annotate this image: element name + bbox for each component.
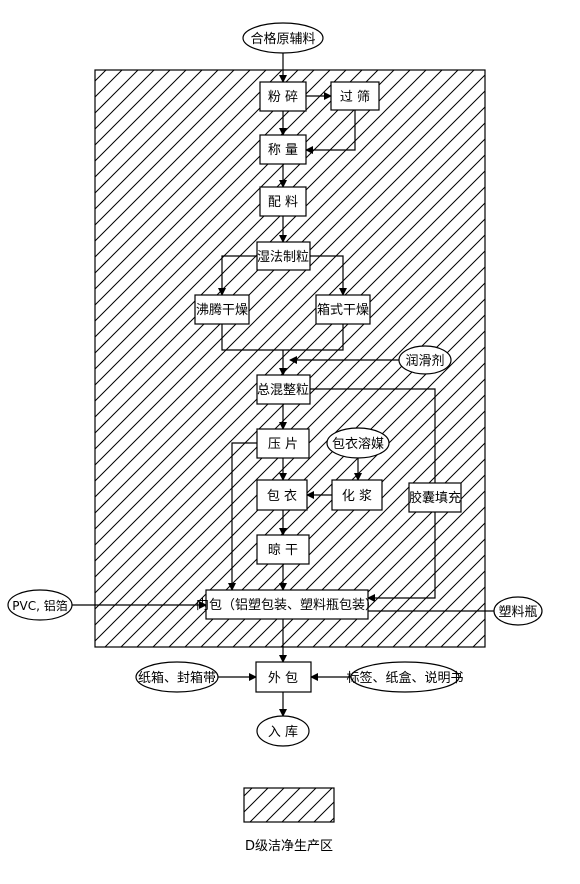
connectors [72,53,494,717]
node-oven-drying: 箱式干燥 [315,294,371,325]
legend-label: D级洁净生产区 [245,839,333,854]
svg-text:包衣溶媒: 包衣溶媒 [332,436,384,452]
node-tableting: 压 片 [256,428,310,459]
svg-text:湿法制粒: 湿法制粒 [257,250,309,265]
svg-text:压 片: 压 片 [268,437,298,452]
svg-text:称 量: 称 量 [268,143,298,158]
node-coating-solvent: 包衣溶媒 [326,427,390,459]
svg-text:晾 干: 晾 干 [268,542,298,558]
svg-text:PVC, 铝箔: PVC, 铝箔 [12,598,67,613]
node-fluid-bed-drying: 沸腾干燥 [194,294,250,325]
svg-text:塑料瓶: 塑料瓶 [498,605,537,620]
node-wet-granulation: 湿法制粒 [256,241,311,271]
node-carton-tape: 纸箱、封箱带 [135,661,219,693]
svg-text:粉 碎: 粉 碎 [268,90,298,105]
svg-text:包 衣: 包 衣 [267,488,297,504]
node-coating: 包 衣 [256,479,308,511]
svg-text:化 浆: 化 浆 [342,489,372,504]
svg-text:总混整粒: 总混整粒 [257,383,309,398]
svg-text:配 料: 配 料 [268,195,298,210]
node-lubricant: 润滑剂 [398,345,452,375]
node-pvc-foil: PVC, 铝箔 [7,589,73,621]
node-total-mixing: 总混整粒 [256,374,311,405]
svg-text:箱式干燥: 箱式干燥 [317,302,369,318]
svg-text:沸腾干燥: 沸腾干燥 [196,302,248,318]
svg-text:外 包: 外 包 [268,671,298,686]
node-airing: 晾 干 [256,534,310,565]
node-sieve: 过 筛 [330,81,380,111]
svg-text:润滑剂: 润滑剂 [405,354,444,369]
node-outer-packing: 外 包 [255,661,312,693]
node-capsule-filling: 胶囊填充 [408,482,462,513]
svg-text:胶囊填充: 胶囊填充 [409,490,461,506]
node-batching: 配 料 [259,186,307,217]
svg-text:入 库: 入 库 [268,724,298,740]
node-crush: 粉 碎 [259,81,307,112]
node-raw-materials: 合格原辅料 [242,22,324,54]
legend-swatch [243,787,335,823]
node-labels-boxes: 标签、纸盒、说明书 [346,661,464,693]
node-plastic-bottle: 塑料瓶 [493,596,543,626]
node-inner-packing: 内包（铝塑包装、塑料瓶包装） [196,589,378,620]
node-slurry: 化 浆 [331,479,383,511]
svg-text:纸箱、封箱带: 纸箱、封箱带 [138,670,216,686]
svg-text:合格原辅料: 合格原辅料 [250,31,315,47]
node-weigh: 称 量 [259,134,307,165]
node-warehouse: 入 库 [256,715,310,747]
legend: D级洁净生产区 [243,787,335,854]
svg-text:标签、纸盒、说明书: 标签、纸盒、说明书 [346,670,463,686]
svg-text:内包（铝塑包装、塑料瓶包装）: 内包（铝塑包装、塑料瓶包装） [196,597,378,613]
svg-text:过 筛: 过 筛 [340,90,370,105]
